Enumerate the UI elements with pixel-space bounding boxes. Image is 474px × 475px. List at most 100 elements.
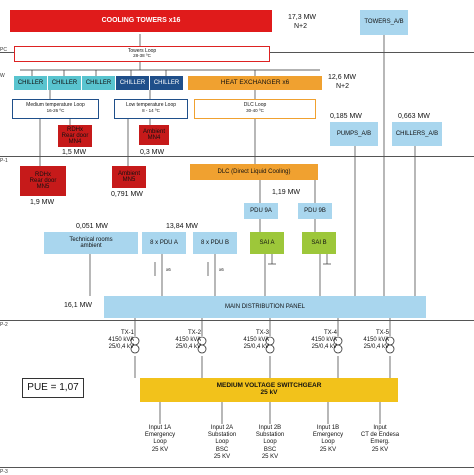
dlc-loop-temp: 30-40 ºC <box>246 108 264 113</box>
cooling-towers-box: COOLING TOWERS x16 <box>10 10 272 32</box>
medium-loop-temp: 16-26 ºC <box>46 108 65 113</box>
ambient-mn4-box: Ambient MN4 <box>139 125 169 145</box>
rdhx-mn4-box: RDHx Rear door MN4 <box>58 125 92 147</box>
input-ct-l4: 25 KV <box>371 446 389 453</box>
input-2b-l1: Input 2B <box>258 425 282 431</box>
rdhx-mn4-line2: Rear door <box>61 132 89 139</box>
transformer-tx3: TX-3 4150 kVA 25/0,4 kV <box>239 330 269 351</box>
input-2b-l3: Loop <box>263 439 277 446</box>
input-ct-l2: CT de Endesa <box>360 432 400 439</box>
low-loop-box: Low temperature Loop 8 - 14 ºC <box>114 99 188 119</box>
tech-rooms-line1: Technical rooms <box>69 236 113 243</box>
chillers-ab-power: 0,663 MW <box>398 113 430 120</box>
towers-loop-temp: 28-38 ºC <box>133 53 151 58</box>
input-2b-l4: BSC <box>263 446 277 453</box>
tx3-ratio: 25/0,4 kV <box>243 343 269 350</box>
pdu-a-box: 8 x PDU A <box>142 232 186 254</box>
pdu-a-multiplier: x6 <box>166 267 171 272</box>
main-distribution-panel: MAIN DISTRIBUTION PANEL <box>104 296 426 318</box>
tx5-kva: 4150 kVA <box>363 336 389 343</box>
cooling-towers-redundancy: N+2 <box>294 23 308 30</box>
level-line-p3 <box>0 467 474 468</box>
transformer-tx1: TX-1 4150 kVA 25/0,4 kV <box>104 330 134 351</box>
main-panel-power: 16,1 MW <box>64 302 93 309</box>
tx1-name: TX-1 <box>120 330 134 336</box>
rdhx-mn4-line3: MN4 <box>68 139 82 146</box>
ambient-mn5-line2: MN5 <box>122 177 136 183</box>
ambient-mn5-power: 0,791 MW <box>111 191 143 198</box>
switchgear-line2: 25 kV <box>260 389 278 396</box>
rdhx-mn4-line1: RDHx <box>67 126 83 133</box>
tx1-kva: 4150 kVA <box>108 336 134 343</box>
tech-rooms-power: 0,051 MW <box>76 223 108 230</box>
input-ct-l3: Emerg. <box>370 439 390 446</box>
input-1b-l4: 25 KV <box>319 446 337 453</box>
tx3-kva: 4150 kVA <box>243 336 269 343</box>
level-label-p2: P-2 <box>0 322 8 328</box>
level-label-p3: P-3 <box>0 469 8 475</box>
input-1a-l2: Emergency <box>144 432 176 439</box>
ambient-mn5-box: Ambient MN5 <box>112 166 146 188</box>
towers-ab-box: TOWERS_A/B <box>360 10 408 35</box>
dlc-loop-label: DLC Loop <box>243 102 267 108</box>
input-1b-l2: Emergency <box>312 432 344 439</box>
input-1a-l1: Input 1A <box>148 425 172 431</box>
rdhx-mn4-power: 1,5 MW <box>62 149 87 156</box>
input-1a-l3: Loop <box>153 439 167 446</box>
input-1a-l4: 25 KV <box>151 446 169 453</box>
cooling-towers-power: 17,3 MW <box>288 14 317 21</box>
rdhx-mn5-line2: Rear door <box>29 177 57 184</box>
low-loop-label: Low temperature Loop <box>125 102 177 108</box>
input-1a: Input 1A Emergency Loop 25 KV <box>138 425 182 454</box>
level-label-pc: PC <box>0 47 7 53</box>
rdhx-mn5-power: 1,9 MW <box>30 199 55 206</box>
rdhx-mn5-line3: MN5 <box>36 184 50 191</box>
input-1b: Input 1B Emergency Loop 25 KV <box>306 425 350 454</box>
chiller-1: CHILLER <box>14 76 47 90</box>
ambient-mn4-line2: MN4 <box>147 135 161 141</box>
chiller-3: CHILLER <box>82 76 115 90</box>
input-2a-l2: Substation <box>207 432 237 439</box>
tech-rooms-box: Technical rooms ambient <box>44 232 138 254</box>
heat-exchanger-box: HEAT EXCHANGER x6 <box>188 76 322 90</box>
input-ct-endesa: Input CT de Endesa Emerg. 25 KV <box>354 425 406 454</box>
medium-loop-label: Medium temperature Loop <box>26 102 85 108</box>
switchgear-line1: MEDIUM VOLTAGE SWITCHGEAR <box>216 382 322 390</box>
pdu-9b-box: PDU 9B <box>298 203 332 219</box>
level-line-p1 <box>0 156 474 157</box>
transformer-tx2: TX-2 4150 kVA 25/0,4 kV <box>171 330 201 351</box>
pumps-power: 0,185 MW <box>330 113 362 120</box>
pdu-b-multiplier: x6 <box>219 267 224 272</box>
tx5-name: TX-5 <box>375 330 389 336</box>
pumps-ab-box: PUMPS_A/B <box>330 122 378 146</box>
chiller-5: CHILLER <box>150 76 183 90</box>
low-loop-temp: 8 - 14 ºC <box>142 108 160 113</box>
chiller-2: CHILLER <box>48 76 81 90</box>
input-2a: Input 2A Substation Loop BSC 25 KV <box>199 425 245 461</box>
medium-voltage-switchgear: MEDIUM VOLTAGE SWITCHGEAR 25 kV <box>140 378 398 402</box>
tx4-name: TX-4 <box>323 330 337 336</box>
medium-loop-box: Medium temperature Loop 16-26 ºC <box>12 99 99 119</box>
tx2-name: TX-2 <box>187 330 201 336</box>
input-2a-l1: Input 2A <box>210 425 234 431</box>
pue-box: PUE = 1,07 <box>22 378 84 398</box>
heat-exchanger-redundancy: N+2 <box>336 83 350 90</box>
input-ct-l1: Input <box>373 425 387 431</box>
towers-loop-label: Towers Loop <box>127 48 157 54</box>
tx1-ratio: 25/0,4 kV <box>108 343 134 350</box>
level-label-w: W <box>0 73 5 79</box>
pdu-b-box: 8 x PDU B <box>193 232 237 254</box>
input-1b-l3: Loop <box>321 439 335 446</box>
sai-b-box: SAI B <box>302 232 336 254</box>
pdu-a-power: 13,84 MW <box>166 223 198 230</box>
tx4-ratio: 25/0,4 kV <box>311 343 337 350</box>
input-2b: Input 2B Substation Loop BSC 25 KV <box>247 425 293 461</box>
input-2a-l5: 25 KV <box>213 453 231 460</box>
tx4-kva: 4150 kVA <box>311 336 337 343</box>
input-2a-l4: BSC <box>215 446 229 453</box>
tx5-ratio: 25/0,4 kV <box>363 343 389 350</box>
ambient-mn5-line1: Ambient <box>117 170 140 177</box>
heat-exchanger-power: 12,6 MW <box>328 74 357 81</box>
transformer-tx4: TX-4 4150 kVA 25/0,4 kV <box>306 330 337 351</box>
